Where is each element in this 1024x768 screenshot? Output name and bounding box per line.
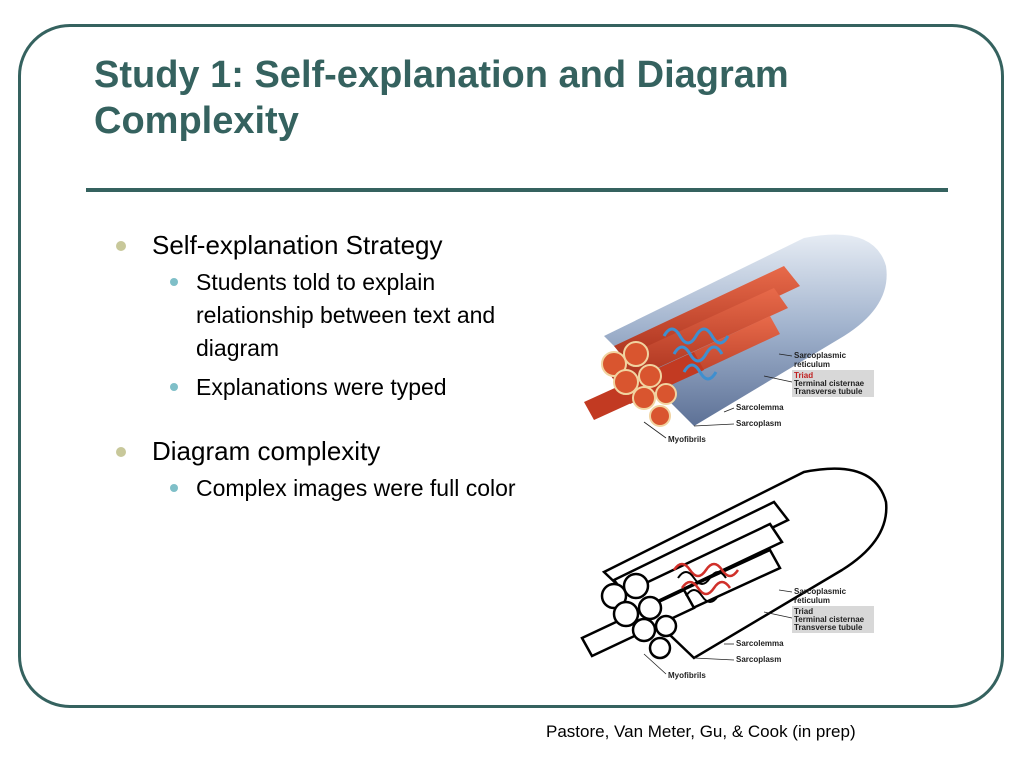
label-reticulum: reticulum (794, 360, 830, 369)
label-sarcoplasmic: Sarcoplasmic (794, 587, 847, 596)
bullet-dot-icon (116, 447, 126, 457)
label-sarcoplasm: Sarcoplasm (736, 655, 781, 664)
line-label-leaders (643, 589, 793, 675)
label-myofibrils: Myofibrils (668, 435, 706, 444)
slide-frame (18, 24, 1004, 708)
label-leader-lines (643, 353, 793, 439)
muscle-fiber-line-diagram: Sarcoplasmic reticulum Triad Terminal ci… (580, 467, 888, 680)
sub-bullet-explanations-typed: Explanations were typed (112, 371, 532, 404)
bullet-self-explanation: Self-explanation Strategy (112, 228, 532, 262)
sub-bullet-dot-icon (170, 484, 178, 492)
sub-bullet-students-told: Students told to explain relationship be… (112, 266, 532, 365)
myofibril-cross-sections (601, 341, 677, 427)
label-triad: Triad (794, 607, 813, 616)
sub-bullet-complex-images: Complex images were full color (112, 472, 532, 505)
label-transverse-tubule: Transverse tubule (794, 387, 863, 396)
triad-label-box (792, 606, 874, 633)
label-terminal-cisternae: Terminal cisternae (794, 615, 865, 624)
slide-title: Study 1: Self-explanation and Diagram Co… (94, 54, 789, 142)
bullet-diagram-complexity: Diagram complexity (112, 434, 532, 468)
sub-bullet-dot-icon (170, 383, 178, 391)
line-cross-sections (600, 572, 678, 660)
tubule-network (662, 327, 730, 381)
label-triad: Triad (794, 371, 813, 380)
label-sarcolemma: Sarcolemma (736, 403, 784, 412)
bullet-text: Diagram complexity (152, 436, 381, 466)
bullet-text: Self-explanation Strategy (152, 230, 443, 260)
line-triad-red (672, 562, 740, 596)
bullet-list: Self-explanation Strategy Students told … (112, 228, 532, 505)
citation: Pastore, Van Meter, Gu, & Cook (in prep) (546, 722, 856, 741)
triad-label-box (792, 370, 874, 397)
sub-bullet-text: Complex images were full color (196, 475, 516, 501)
sub-bullet-text: Students told to explain relationship be… (196, 269, 496, 361)
sub-bullet-dot-icon (170, 278, 178, 286)
label-reticulum: reticulum (794, 596, 830, 605)
label-sarcolemma: Sarcolemma (736, 639, 784, 648)
label-transverse-tubule: Transverse tubule (794, 623, 863, 632)
sub-bullet-text: Explanations were typed (196, 374, 447, 400)
bullet-dot-icon (116, 241, 126, 251)
label-sarcoplasmic: Sarcoplasmic (794, 351, 847, 360)
muscle-fiber-color-diagram: Sarcoplasmic reticulum Triad Terminal ci… (584, 234, 887, 444)
label-terminal-cisternae: Terminal cisternae (794, 379, 865, 388)
line-triad-black (677, 571, 727, 603)
label-sarcoplasm: Sarcoplasm (736, 419, 781, 428)
label-myofibrils: Myofibrils (668, 671, 706, 680)
title-divider (86, 188, 948, 192)
